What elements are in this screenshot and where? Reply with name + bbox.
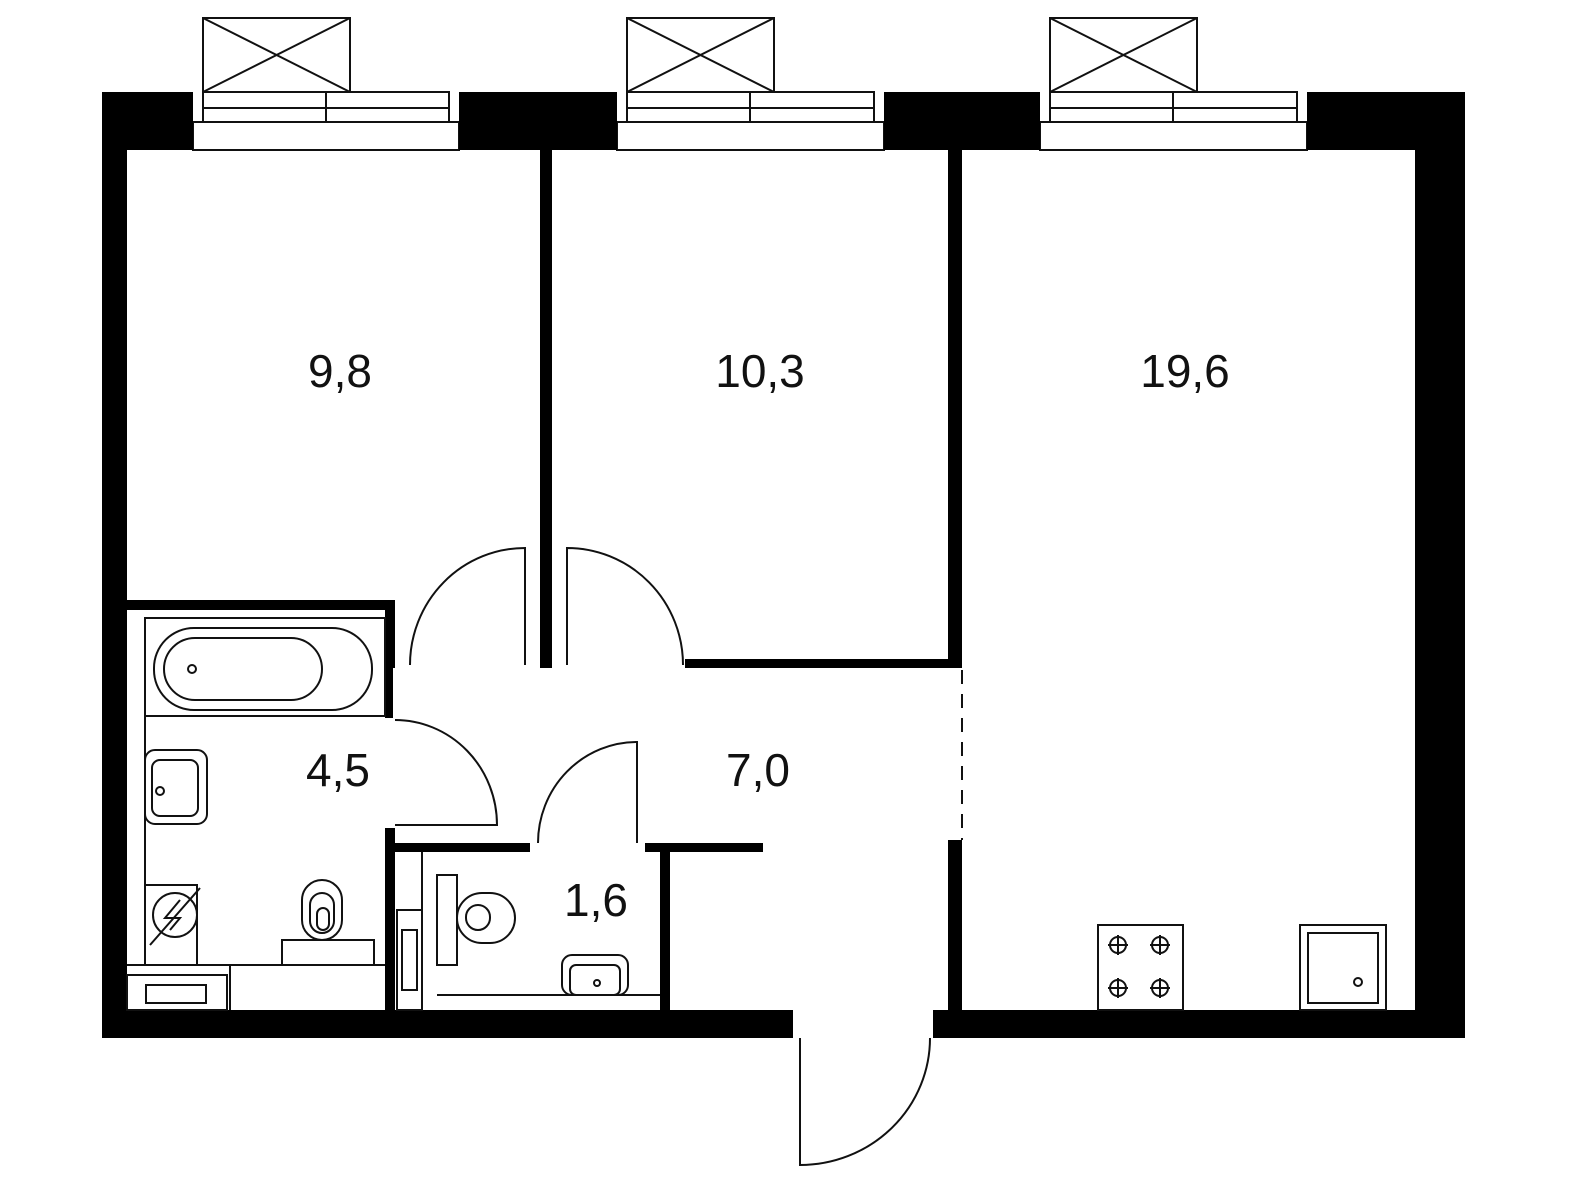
door-toilet — [537, 740, 638, 844]
kitchen-sink-icon — [1299, 924, 1387, 1011]
sink-icon — [144, 749, 208, 825]
sink-2-icon — [561, 954, 629, 996]
area-bedroom-1: 9,8 — [308, 345, 372, 397]
washing-machine-icon — [144, 884, 201, 966]
door-entrance — [799, 1037, 931, 1167]
windows — [192, 17, 1308, 151]
area-kitchen-living: 19,6 — [1140, 345, 1230, 397]
toilet-icon — [281, 879, 375, 966]
area-toilet: 1,6 — [564, 874, 628, 926]
walls — [102, 92, 1465, 1038]
bathtub-icon — [144, 617, 386, 717]
area-bedroom-2: 10,3 — [715, 345, 805, 397]
toilet-2-icon — [396, 852, 660, 1011]
window-2 — [616, 17, 885, 151]
area-bathroom: 4,5 — [306, 744, 370, 796]
doors — [394, 546, 931, 1167]
window-1 — [192, 17, 460, 151]
door-bedroom-2 — [566, 546, 684, 666]
door-bedroom-1 — [409, 546, 526, 666]
window-3 — [1039, 17, 1308, 151]
area-hallway: 7,0 — [726, 744, 790, 796]
stove-icon — [1097, 924, 1184, 1011]
fixtures — [126, 617, 1387, 1011]
area-labels: 9,8 10,3 19,6 4,5 7,0 1,6 — [306, 345, 1230, 926]
door-bathroom — [394, 719, 499, 826]
